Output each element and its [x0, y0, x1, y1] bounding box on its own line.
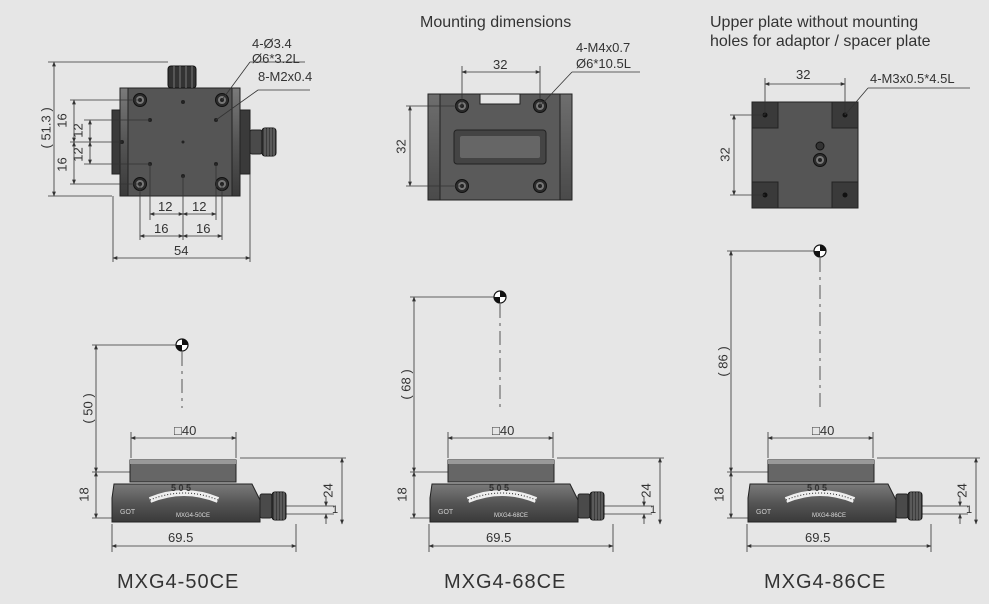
upper-plate-heading-line2: holes for adaptor / spacer plate — [710, 33, 931, 50]
stage3-dim-base: 18 — [711, 487, 727, 502]
mid-top-view — [406, 66, 640, 201]
stage1-dim-base: 18 — [76, 487, 92, 502]
stage3-dim-width: 69.5 — [805, 530, 831, 545]
mounting-dimensions-heading: Mounting dimensions — [420, 14, 572, 31]
stage3-dim-total: 24 — [954, 483, 970, 498]
svg-text:MXG4-68CE: MXG4-68CE — [494, 513, 528, 519]
dim-16-upper: 16 — [54, 113, 70, 128]
stage3-model-name: MXG4-86CE — [764, 571, 887, 593]
dim-16-left: 16 — [154, 221, 169, 236]
stage1-dim-square: □40 — [174, 423, 197, 438]
dim-16-right: 16 — [196, 221, 211, 236]
callout-m4-depth: Ø6*10.5L — [576, 56, 631, 71]
right-top-view — [730, 78, 970, 209]
stage3-dim-square: □40 — [812, 423, 835, 438]
stage1-model-name: MXG4-50CE — [117, 571, 240, 593]
stage1-dim-width: 69.5 — [168, 530, 194, 545]
dim-plate-height: 32 — [717, 147, 733, 162]
svg-text:MXG4-50CE: MXG4-50CE — [176, 513, 210, 519]
dim-mounting-width: 32 — [493, 57, 508, 72]
dim-plate-width: 32 — [796, 67, 811, 82]
stage2-model-name: MXG4-68CE — [444, 571, 567, 593]
dim-16-lower: 16 — [54, 157, 70, 172]
dim-12-left: 12 — [158, 199, 173, 214]
stage2-dim-offset: 1 — [650, 504, 657, 516]
stage3-scale-numbers: 5 0 5 — [807, 483, 828, 493]
svg-text:GOT: GOT — [438, 509, 454, 516]
stage2-dim-square: □40 — [492, 423, 515, 438]
stage1-dim-offset: 1 — [332, 504, 339, 516]
stage2-dim-total: 24 — [638, 483, 654, 498]
callout-m4-threads: 4-M4x0.7 — [576, 40, 631, 55]
stage-side-view-1: GOT MXG4-50CE — [92, 338, 346, 552]
dim-12-right: 12 — [192, 199, 207, 214]
dim-12-upper: 12 — [70, 123, 86, 138]
stage1-scale-numbers: 5 0 5 — [171, 483, 192, 493]
callout-counterbore: Ø6*3.2L — [252, 51, 300, 66]
left-top-view — [48, 61, 310, 262]
stage-side-view-2: GOT MXG4-68CE — [410, 290, 664, 552]
dim-12-lower: 12 — [70, 147, 86, 162]
svg-text:GOT: GOT — [120, 509, 136, 516]
stage3-dim-height: ( 86 ) — [715, 346, 731, 377]
dim-overall-height: ( 51.3 ) — [38, 107, 54, 149]
dim-mounting-height: 32 — [393, 139, 409, 154]
upper-plate-heading-line1: Upper plate without mounting — [710, 14, 919, 31]
callout-tapped-holes: 8-M2x0.4 — [258, 69, 313, 84]
stage1-dim-height: ( 50 ) — [80, 393, 96, 424]
svg-text:MXG4-86CE: MXG4-86CE — [812, 513, 846, 519]
stage-side-view-3: GOT MXG4-86CE — [727, 244, 980, 552]
stage2-dim-base: 18 — [394, 487, 410, 502]
svg-text:GOT: GOT — [756, 509, 772, 516]
stage1-dim-total: 24 — [320, 483, 336, 498]
stage2-scale-numbers: 5 0 5 — [489, 483, 510, 493]
callout-hole-count: 4-Ø3.4 — [252, 36, 292, 51]
dim-overall-width: 54 — [174, 243, 189, 258]
stage3-dim-offset: 1 — [966, 504, 973, 516]
callout-m3-threads: 4-M3x0.5*4.5L — [870, 71, 955, 86]
stage2-dim-height: ( 68 ) — [398, 369, 414, 400]
stage2-dim-width: 69.5 — [486, 530, 512, 545]
